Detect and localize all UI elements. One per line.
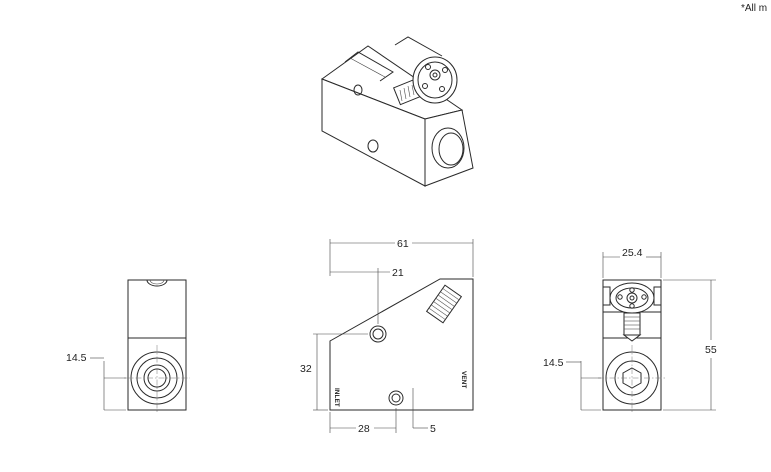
height-dim: 32 <box>300 363 312 375</box>
front-view: INLET VENT 61 21 32 28 5 <box>300 238 474 435</box>
isometric-view <box>320 36 474 187</box>
right-view: 25.4 55 14.5 <box>543 247 717 412</box>
bottom-hole-dim: 28 <box>358 423 370 435</box>
overall-width-dim: 61 <box>397 238 409 250</box>
units-note: *All m <box>741 3 768 14</box>
left-view: 14.5 <box>66 279 190 412</box>
vent-port-label: VENT <box>460 371 467 388</box>
bottom-offset-dim: 5 <box>430 423 436 435</box>
left-hole-height-dim: 14.5 <box>66 352 87 364</box>
side-height-dim: 55 <box>705 344 717 356</box>
right-hole-height-dim: 14.5 <box>543 357 564 369</box>
inlet-port-label: INLET <box>333 388 340 407</box>
top-hole-dim: 21 <box>392 267 404 279</box>
side-width-dim: 25.4 <box>622 247 643 259</box>
